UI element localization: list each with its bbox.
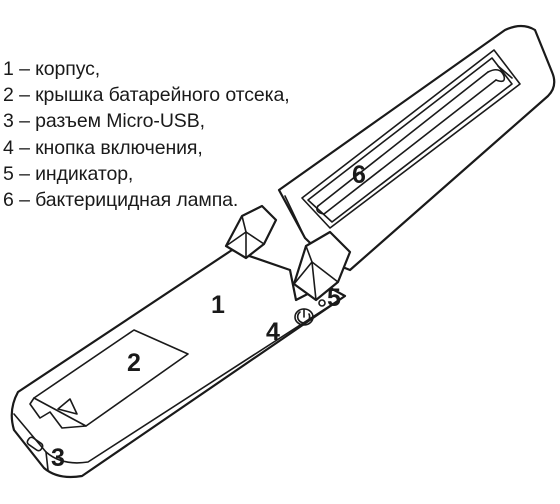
callout-indicator: 5 xyxy=(327,284,341,312)
arrow-marker xyxy=(57,398,78,415)
callout-body: 1 xyxy=(211,291,225,319)
legend-item-lamp: 6 – бактерицидная лампа. xyxy=(3,189,239,212)
uv-lamp-tube xyxy=(316,65,513,215)
callout-power-button: 4 xyxy=(266,318,280,346)
legend-item-usb-port: 3 – разъем Micro-USB, xyxy=(3,110,205,133)
legend-item-body: 1 – корпус, xyxy=(3,58,101,80)
legend-item-battery-cover: 2 – крышка батарейного отсека, xyxy=(3,84,290,107)
indicator-led xyxy=(318,299,326,307)
legend-item-indicator: 5 – индикатор, xyxy=(3,162,134,185)
callout-battery-cover: 2 xyxy=(127,349,141,377)
power-button xyxy=(294,308,314,326)
left-hinge xyxy=(224,204,278,260)
legend-item-power-button: 4 – кнопка включения, xyxy=(3,136,203,159)
lamp-arm xyxy=(277,24,556,272)
legend-list: 1 – корпус, 2 – крышка батарейного отсек… xyxy=(3,56,290,213)
battery-cover xyxy=(29,329,189,429)
right-hinge xyxy=(292,230,352,302)
callout-lamp: 6 xyxy=(352,161,366,189)
micro-usb-port xyxy=(26,436,44,452)
callout-usb-port: 3 xyxy=(51,444,65,472)
